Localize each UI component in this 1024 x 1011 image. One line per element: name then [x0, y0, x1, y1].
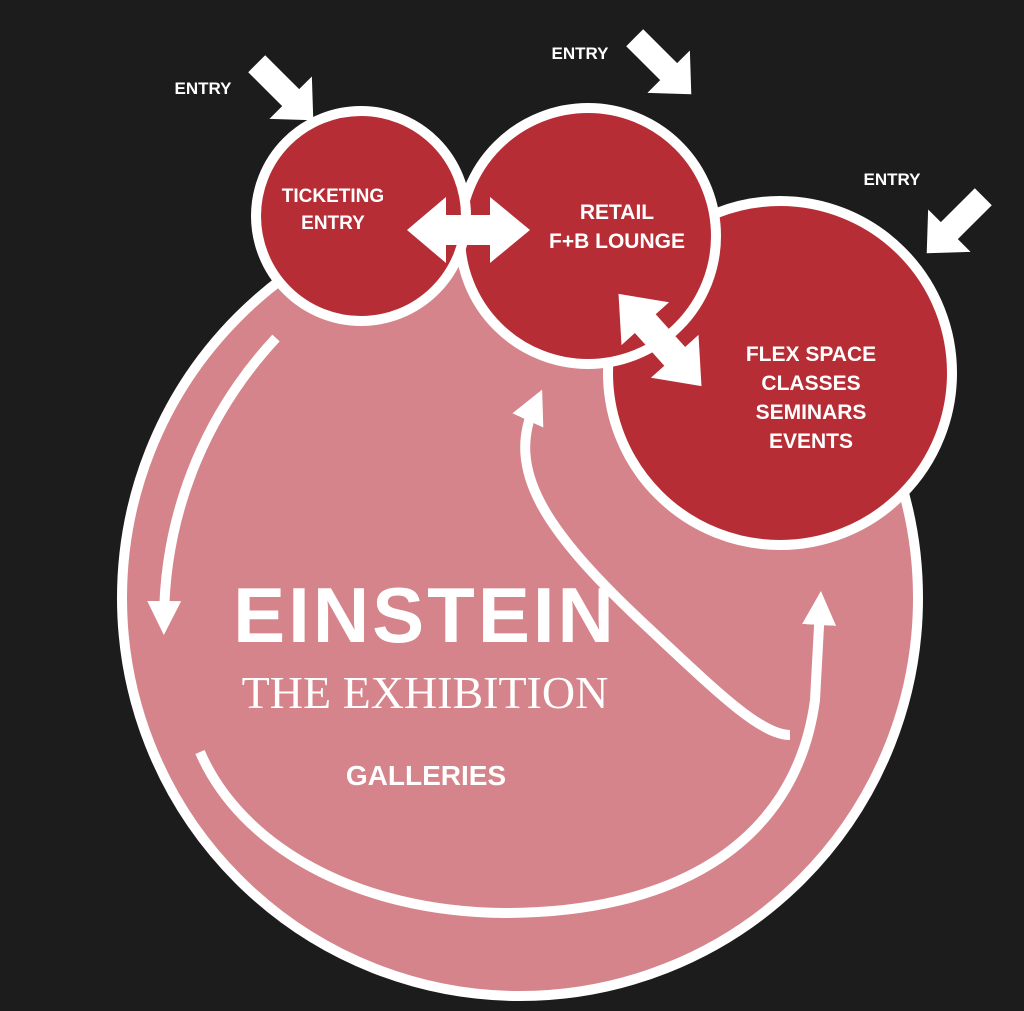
- flex-label-line: SEMINARS: [756, 401, 867, 424]
- entry-arrow-icon: [248, 55, 314, 121]
- ticketing-label-line: ENTRY: [301, 213, 365, 234]
- ticketing-retail-double-arrow-icon: [407, 197, 530, 263]
- retail-flex-double-arrow-icon: [618, 293, 702, 387]
- exhibition-subtitle: THE EXHIBITION: [242, 667, 609, 718]
- ticketing-label-line: TICKETING: [282, 186, 384, 207]
- retail-label-line: RETAIL: [580, 201, 654, 224]
- exhibition-title: EINSTEIN: [233, 571, 617, 659]
- entry-arrow-icon: [926, 188, 992, 254]
- flex-label-line: FLEX SPACE: [746, 343, 876, 366]
- flex-label-line: CLASSES: [761, 372, 860, 395]
- left-flow-arrow-icon: [147, 334, 280, 635]
- entry-label: ENTRY: [864, 170, 922, 189]
- retail-label-line: F+B LOUNGE: [549, 230, 685, 253]
- galleries-label: GALLERIES: [346, 760, 506, 791]
- gallery-divider-flow-arrow-icon: [512, 389, 791, 740]
- entry-label: ENTRY: [552, 44, 610, 63]
- flex-label-line: EVENTS: [769, 430, 853, 453]
- entry-label: ENTRY: [175, 79, 233, 98]
- bottom-flow-arrow-icon: [195, 591, 837, 919]
- entry-arrow-icon: [626, 29, 692, 95]
